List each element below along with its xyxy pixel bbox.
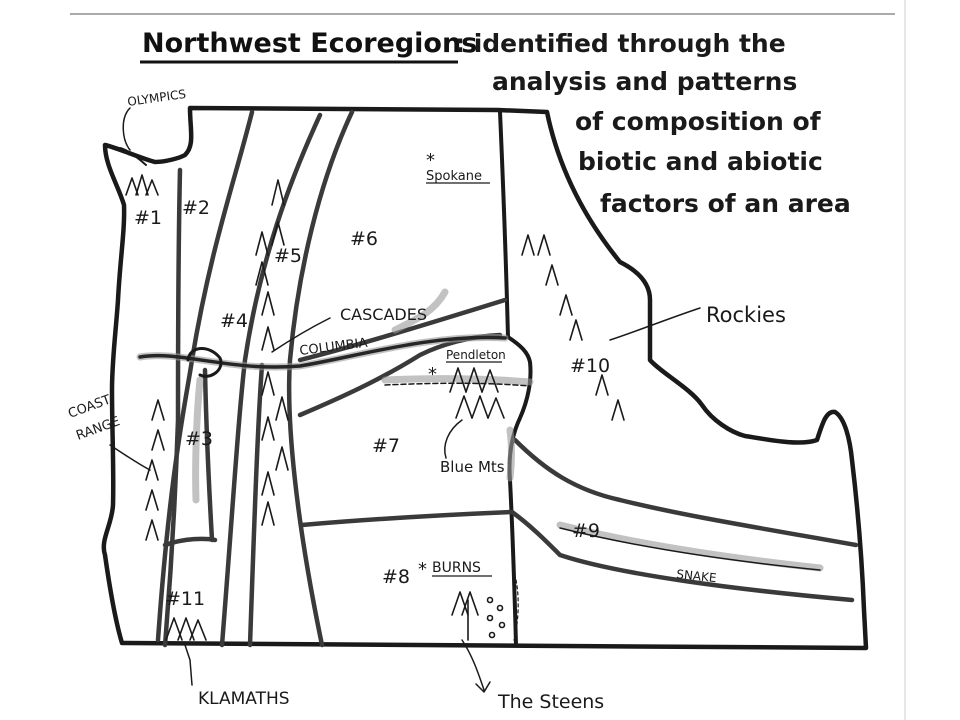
coast-range-pointer [109,444,151,471]
region-label-10: #10 [570,355,610,377]
subtitle-line-2: analysis and patterns [492,67,797,96]
klamaths-pointer [184,644,193,686]
steens-peaks [451,591,506,641]
or-id-border [506,335,533,647]
klamaths-peaks [165,617,207,641]
boundary-4-5 [219,112,323,648]
subtitle-line-3: of composition of [575,107,822,136]
blue-mts-shade-2 [506,426,515,482]
boundary-1-2 [162,167,183,648]
boundary-6-cascades [297,297,508,363]
subtitle-line-5: factors of an area [600,189,851,218]
map-title: Northwest Ecoregions [142,28,477,59]
subtitle-line-1: : identified through the [455,29,786,58]
region-outline [101,105,869,651]
olympics-peaks [125,174,159,196]
steens-arrowhead [475,681,491,693]
region-label-1: #1 [134,207,162,229]
coast-wiggle [119,147,147,166]
region-label-2: #2 [182,197,210,219]
olympics-pointer [122,107,131,151]
blue-mts-label: Blue Mts [440,458,505,476]
snake-river-shade [556,521,824,572]
spokane-label: Spokane [426,169,482,184]
rockies-peaks [521,234,625,421]
steens-pointer [461,639,485,691]
wa-id-border [498,110,510,339]
blue-mts-ridge [384,382,531,387]
snake-label: SNAKE [676,567,718,585]
columbia-loop [186,347,223,378]
cascades-pointer [271,317,331,353]
burns-label: BURNS [432,560,481,576]
coast-range-peaks [145,399,165,541]
region-label-7: #7 [372,435,400,457]
boundary-3-11 [162,536,218,548]
snake-river [559,527,821,571]
boundary-9-bottom [509,509,855,603]
cascades-shade [391,288,449,334]
boundary-8-steens [513,579,519,641]
region-label-5: #5 [274,245,302,267]
coast-range-shade [192,376,204,504]
boundary-5-6 [286,109,355,648]
region-label-6: #6 [350,228,378,250]
boundary-3-west [202,367,215,543]
boundary-9-top [512,437,859,548]
boundary-7-8 [299,509,515,528]
klamaths-label: KLAMATHS [198,689,290,709]
spokane-marker: * [426,150,435,171]
region-label-11: #11 [165,588,205,610]
blue-mts-peaks [449,367,505,419]
boundary-3-east [247,362,265,648]
pendleton-marker: * [428,364,437,385]
rockies-pointer [609,307,701,341]
region-label-9: #9 [572,520,600,542]
blue-mts-band [381,375,534,386]
cascades-label: CASCADES [340,305,427,324]
region-label-3: #3 [185,428,213,450]
rockies-label: Rockies [706,303,786,327]
steens-label: The Steens [497,691,604,713]
subtitle-line-4: biotic and abiotic [578,147,823,176]
columbia-river [138,335,507,369]
region-label-8: #8 [382,566,410,588]
olympics-label: OLYMPICS [126,87,186,109]
cascades-peaks [255,179,289,526]
blue-mts-pointer [444,419,463,459]
region-label-4: #4 [220,310,248,332]
pendleton-label: Pendleton [446,348,506,362]
burns-marker: * [418,559,427,580]
